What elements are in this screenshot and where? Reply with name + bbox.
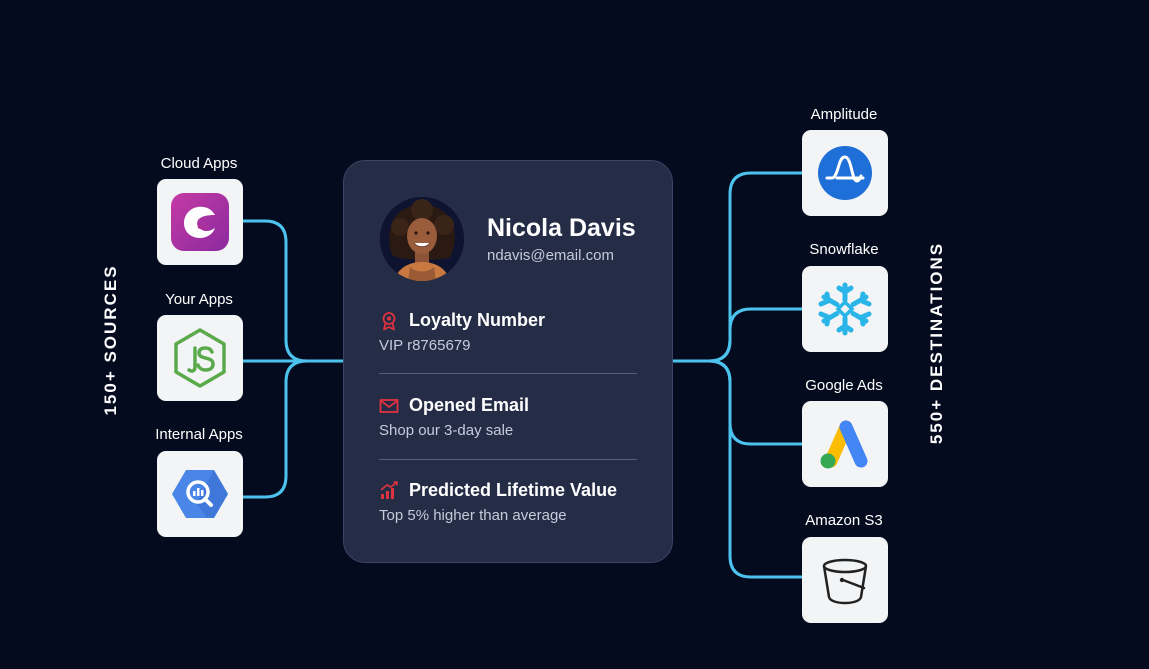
envelope-icon xyxy=(379,399,399,413)
award-ribbon-icon xyxy=(382,312,396,331)
connector-snowflake xyxy=(707,307,804,363)
destination-tile-snowflake[interactable] xyxy=(802,266,888,352)
profile-photo xyxy=(380,197,464,281)
source-label-cloud-apps: Cloud Apps xyxy=(160,155,238,172)
destination-label-amplitude: Amplitude xyxy=(810,106,878,123)
connector-amazon-s3 xyxy=(707,359,804,579)
trending-chart-icon xyxy=(380,481,398,499)
customer-profile-card: Nicola Davis ndavis@email.com Loyalty Nu… xyxy=(343,160,673,563)
attribute-title-ltv: Predicted Lifetime Value xyxy=(409,480,618,500)
bird-app-icon xyxy=(171,193,229,251)
divider xyxy=(379,373,637,374)
destination-tile-amplitude[interactable] xyxy=(802,130,888,216)
source-tile-internal-apps[interactable] xyxy=(157,451,243,537)
destination-label-amazon-s3: Amazon S3 xyxy=(805,512,883,529)
attribute-value-ltv: Top 5% higher than average xyxy=(379,507,567,524)
amazon-s3-bucket-icon xyxy=(822,558,868,605)
source-label-your-apps: Your Apps xyxy=(165,291,233,308)
destination-label-snowflake: Snowflake xyxy=(809,241,879,258)
destination-tile-google-ads[interactable] xyxy=(802,401,888,487)
divider xyxy=(379,459,637,460)
source-tile-cloud-apps[interactable] xyxy=(157,179,243,265)
connector-internal-apps xyxy=(241,359,309,499)
snowflake-icon xyxy=(818,282,872,336)
attribute-value-email: Shop our 3-day sale xyxy=(379,422,514,439)
attribute-title-email: Opened Email xyxy=(409,395,530,415)
amplitude-icon xyxy=(818,146,872,200)
connector-google-ads xyxy=(707,359,804,446)
connector-amplitude xyxy=(707,171,804,363)
attribute-title-loyalty: Loyalty Number xyxy=(409,310,546,330)
profile-name: Nicola Davis xyxy=(487,214,636,242)
profile-email: ndavis@email.com xyxy=(487,247,614,264)
attribute-value-loyalty: VIP r8765679 xyxy=(379,337,471,354)
source-label-internal-apps: Internal Apps xyxy=(155,426,243,443)
sources-heading: 150+ SOURCES xyxy=(101,264,120,416)
source-tile-your-apps[interactable] xyxy=(157,315,243,401)
nodejs-icon xyxy=(174,328,226,388)
avatar xyxy=(380,197,464,281)
destinations-heading: 550+ DESTINATIONS xyxy=(927,241,946,445)
google-ads-icon xyxy=(820,420,868,469)
destination-label-google-ads: Google Ads xyxy=(805,377,883,394)
bigquery-icon xyxy=(172,470,228,518)
destination-tile-amazon-s3[interactable] xyxy=(802,537,888,623)
